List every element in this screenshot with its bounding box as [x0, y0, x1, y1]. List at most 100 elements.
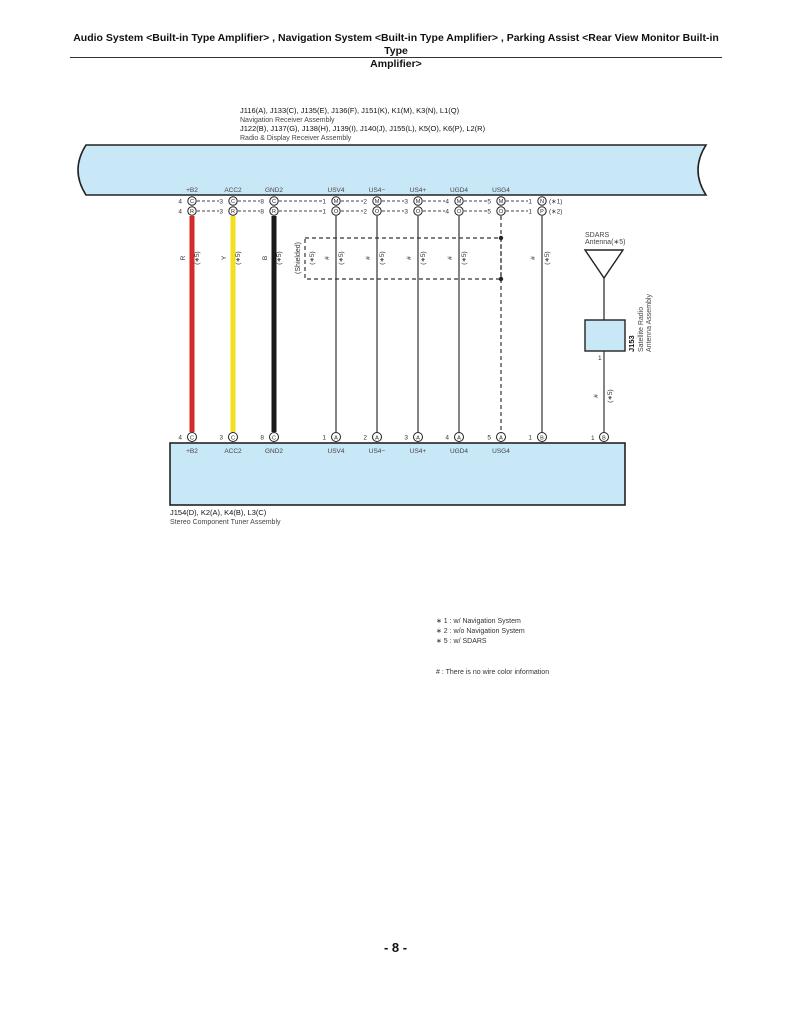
wire-note: (∗5) [544, 251, 551, 264]
wire-color-code: Y [221, 255, 228, 260]
top-pin-number: 3 [404, 199, 408, 206]
top-terminal [372, 206, 382, 216]
bottom-terminal [372, 432, 382, 442]
top-terminal [413, 206, 423, 216]
header-rule [70, 57, 722, 58]
antenna-assembly-box [584, 319, 626, 352]
wire-color-code: B [262, 256, 269, 260]
top-connector-letter: R [231, 209, 235, 215]
top-pin-number: 1 [528, 199, 532, 206]
wire-color-code: # [324, 256, 331, 260]
bottom-connector-letter: C [272, 435, 276, 441]
top-pin-number: 5 [487, 209, 491, 216]
shield-junction-bottom [498, 276, 504, 282]
variant-mark: (∗1) [549, 199, 562, 206]
antenna-bottom-conn: B [602, 436, 606, 442]
antenna-wire-note: (∗5) [607, 389, 614, 402]
bottom-terminal [413, 432, 423, 442]
legend-item-3: ∗ 5 : w/ SDARS [436, 638, 487, 645]
top-signal-label: GND2 [265, 187, 283, 194]
header-title-line1: Audio System <Built-in Type Amplifier> ,… [73, 32, 719, 57]
top-connector-letter: O [457, 209, 462, 215]
top-terminal [537, 206, 547, 216]
top-connector-letter: O [375, 209, 380, 215]
page-number: - 8 - [383, 940, 408, 955]
top-assembly-connectors-line1: J116(A), J133(C), J135(E), J136(F), J151… [240, 106, 460, 115]
antenna-wire-color: # [593, 394, 600, 398]
tuner-signal-label: GND2 [265, 448, 283, 455]
top-connector-letter: R [272, 209, 276, 215]
top-connector-letter: N [540, 199, 544, 205]
wire-color-code: # [406, 256, 413, 260]
bottom-pin-number: 4 [178, 435, 182, 442]
bottom-connector-letter: A [416, 435, 420, 441]
bottom-connector-letter: A [499, 435, 503, 441]
bottom-terminal [187, 432, 197, 442]
top-connector-letter: O [334, 209, 339, 215]
top-terminal [228, 206, 238, 216]
top-terminal [187, 196, 197, 206]
antenna-bottom-terminal [599, 432, 609, 442]
top-pin-number: 4 [445, 209, 449, 216]
top-terminal [269, 206, 279, 216]
top-signal-label: +B2 [186, 187, 198, 194]
antenna-symbol [583, 249, 625, 280]
bottom-assembly-name: Stereo Component Tuner Assembly [170, 519, 281, 526]
top-connector-letter: M [416, 199, 421, 205]
top-connector-letter: O [416, 209, 421, 215]
bottom-pin-number: 2 [363, 435, 367, 442]
top-assembly-name1: Navigation Receiver Assembly [240, 117, 335, 124]
tuner-assembly-box [169, 442, 626, 506]
bottom-pin-number: 1 [322, 435, 326, 442]
shield-box [304, 237, 502, 280]
wire-note: (∗5) [338, 251, 345, 264]
top-connector-letter: M [334, 199, 339, 205]
tuner-signal-label: USG4 [492, 448, 510, 455]
variant-mark: (∗2) [549, 209, 562, 216]
top-terminal [228, 196, 238, 206]
top-pin-number: 2 [363, 199, 367, 206]
top-pin-number: 1 [322, 199, 326, 206]
wire-color-code: R [180, 255, 187, 260]
shield-junction-top [498, 235, 504, 241]
bottom-pin-number: 1 [528, 435, 532, 442]
top-connector-letter: C [231, 199, 235, 205]
bottom-pin-number: 8 [260, 435, 264, 442]
shield-label: (Shielded) [295, 242, 302, 274]
bottom-pin-number: 3 [404, 435, 408, 442]
bottom-terminal [228, 432, 238, 442]
page-header: Audio System <Built-in Type Amplifier> ,… [70, 32, 722, 71]
header-title-line2: Amplifier> [370, 58, 422, 70]
wire-note: (∗5) [420, 251, 427, 264]
top-terminal [187, 206, 197, 216]
wire-color-code: # [447, 256, 454, 260]
legend-note: # : There is no wire color information [436, 669, 549, 676]
top-terminal [331, 196, 341, 206]
bottom-terminal [269, 432, 279, 442]
top-connector-letter: M [375, 199, 380, 205]
top-pin-number: 4 [178, 199, 182, 206]
tuner-signal-label: US4− [369, 448, 386, 455]
tuner-signal-label: +B2 [186, 448, 198, 455]
top-terminal [496, 196, 506, 206]
bottom-terminal [537, 432, 547, 442]
antenna-name2: Antenna Assembly [646, 294, 653, 352]
receiver-assembly-box [77, 144, 708, 196]
wire-note: (∗5) [194, 251, 201, 264]
bottom-pin-number: 4 [445, 435, 449, 442]
top-terminal [413, 196, 423, 206]
top-connector-letter: R [190, 209, 194, 215]
top-terminal [454, 196, 464, 206]
top-pin-number: 3 [219, 209, 223, 216]
top-assembly-name2: Radio & Display Receiver Assembly [240, 135, 352, 142]
antenna-name1: Satellite Radio [638, 307, 645, 352]
antenna-pin: 1 [598, 355, 602, 362]
top-connector-letter: O [499, 209, 504, 215]
bottom-connector-letter: A [334, 435, 338, 441]
wire-color-code: # [365, 256, 372, 260]
top-pin-number: 4 [178, 209, 182, 216]
bottom-terminal [331, 432, 341, 442]
